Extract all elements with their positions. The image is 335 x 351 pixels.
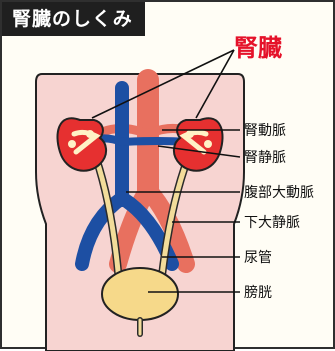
kidney-label: 腎臓 bbox=[234, 34, 282, 62]
renal-vein-label: 腎静脈 bbox=[244, 150, 286, 166]
right-kidney bbox=[174, 118, 223, 170]
diagram-title: 腎臓のしくみ bbox=[2, 2, 145, 36]
left-kidney bbox=[57, 118, 106, 170]
renal-artery-label: 腎動脈 bbox=[244, 123, 286, 139]
inferior-vena-cava-label: 下大静脈 bbox=[244, 215, 300, 231]
abdominal-aorta-label: 腹部大動脈 bbox=[244, 184, 314, 201]
ureter-label: 尿管 bbox=[244, 250, 272, 266]
bladder-label: 膀胱 bbox=[244, 284, 272, 301]
